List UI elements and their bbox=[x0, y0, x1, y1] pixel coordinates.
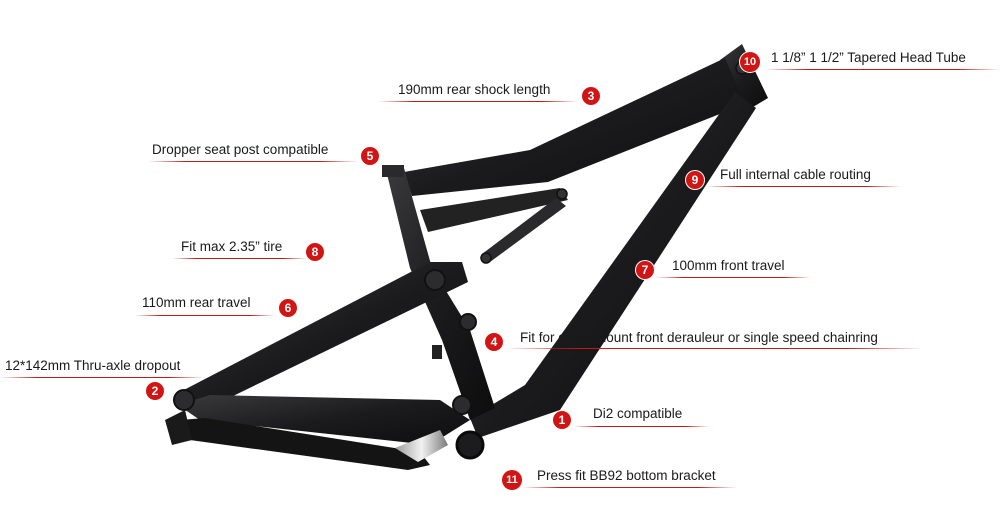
callout-badge-3: 3 bbox=[582, 87, 600, 105]
rocker-link bbox=[420, 188, 568, 232]
callout-badge-1: 1 bbox=[553, 411, 571, 429]
shock-link bbox=[482, 198, 566, 262]
callout-underline-8 bbox=[172, 258, 307, 259]
dropout bbox=[165, 410, 192, 445]
callout-badge-2: 2 bbox=[146, 382, 164, 400]
callout-underline-4 bbox=[505, 348, 923, 349]
top-tube bbox=[404, 58, 745, 196]
callout-label-8: Fit max 2.35” tire bbox=[181, 239, 283, 254]
down-tube bbox=[470, 92, 756, 438]
callout-label-3: 190mm rear shock length bbox=[398, 82, 551, 97]
head-tube bbox=[720, 44, 768, 110]
callout-underline-11 bbox=[522, 487, 737, 488]
callout-underline-3 bbox=[378, 101, 578, 102]
bottom-bracket bbox=[455, 430, 485, 460]
callout-underline-10 bbox=[765, 69, 1000, 70]
callout-label-5: Dropper seat post compatible bbox=[152, 142, 329, 157]
callout-underline-9 bbox=[706, 186, 901, 187]
callout-label-7: 100mm front travel bbox=[672, 258, 785, 273]
callout-label-9: Full internal cable routing bbox=[720, 167, 871, 182]
callout-underline-5 bbox=[148, 161, 358, 162]
callout-label-2: 12*142mm Thru-axle dropout bbox=[5, 358, 181, 373]
callout-underline-7 bbox=[656, 277, 811, 278]
callout-underline-1 bbox=[574, 426, 709, 427]
callout-badge-5: 5 bbox=[361, 147, 379, 165]
seat-post-stub bbox=[382, 165, 404, 177]
callout-badge-9: 9 bbox=[686, 171, 704, 189]
callout-label-11: Press fit BB92 bottom bracket bbox=[537, 468, 716, 483]
pivot-upper bbox=[424, 269, 446, 291]
callout-label-1: Di2 compatible bbox=[593, 406, 683, 421]
chain-stay-lower bbox=[180, 418, 430, 470]
callout-label-10: 1 1/8” 1 1/2” Tapered Head Tube bbox=[771, 50, 966, 65]
callout-label-6: 110mm rear travel bbox=[142, 295, 251, 310]
callout-underline-6 bbox=[135, 315, 275, 316]
callout-badge-7: 7 bbox=[636, 261, 654, 279]
seat-stay bbox=[180, 262, 468, 412]
callout-badge-11: 11 bbox=[502, 470, 522, 490]
chain-guard bbox=[395, 430, 448, 462]
shock-eye-lower bbox=[480, 252, 492, 264]
callout-badge-8: 8 bbox=[306, 243, 324, 261]
pivot-bb bbox=[452, 395, 472, 415]
callout-underline-2 bbox=[0, 377, 205, 378]
callout-badge-6: 6 bbox=[279, 299, 297, 317]
pivot-mid bbox=[459, 313, 477, 331]
callout-badge-4: 4 bbox=[485, 333, 503, 351]
pivot-rear bbox=[173, 389, 195, 411]
callout-badge-10: 10 bbox=[740, 52, 760, 72]
callout-label-4: Fit for direct mount front derauleur or … bbox=[520, 330, 878, 345]
chain-stay bbox=[178, 395, 470, 445]
shock-eye bbox=[556, 188, 568, 200]
derailleur-mount bbox=[432, 345, 442, 359]
